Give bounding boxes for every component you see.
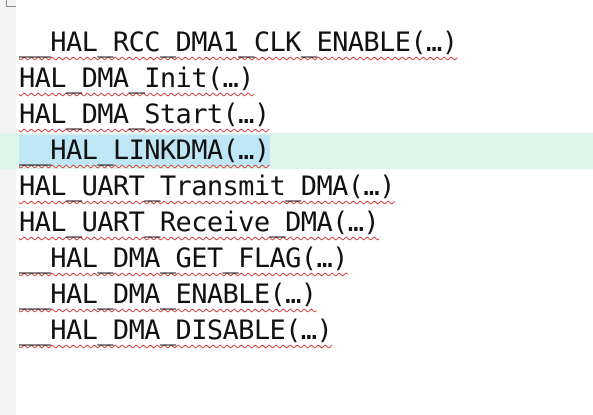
code-line-7[interactable]: __HAL_DMA_GET_FLAG(…): [0, 241, 593, 277]
code-text-selected: __HAL_LINKDMA(…): [19, 135, 270, 166]
code-line-5[interactable]: HAL_UART_Transmit_DMA(…): [0, 169, 593, 205]
code-text: __HAL_RCC_DMA1_CLK_ENABLE(…): [19, 27, 458, 58]
code-line-6[interactable]: HAL_UART_Receive_DMA(…): [0, 205, 593, 241]
code-line-8[interactable]: __HAL_DMA_ENABLE(…): [0, 277, 593, 313]
code-text: HAL_UART_Transmit_DMA(…): [19, 171, 395, 202]
code-line-3[interactable]: HAL_DMA_Start(…): [0, 97, 593, 133]
code-line-1[interactable]: __HAL_RCC_DMA1_CLK_ENABLE(…): [0, 25, 593, 61]
code-lines: __HAL_RCC_DMA1_CLK_ENABLE(…) HAL_DMA_Ini…: [0, 25, 593, 349]
code-line-2[interactable]: HAL_DMA_Init(…): [0, 61, 593, 97]
editor-gutter: [0, 0, 16, 415]
code-line-4-current[interactable]: __HAL_LINKDMA(…): [0, 133, 593, 169]
code-text: __HAL_DMA_ENABLE(…): [19, 279, 317, 310]
fold-marker-icon: [6, 0, 16, 7]
code-text: HAL_DMA_Init(…): [19, 63, 254, 94]
code-text: __HAL_DMA_GET_FLAG(…): [19, 243, 348, 274]
code-text: HAL_DMA_Start(…): [19, 99, 270, 130]
code-text: HAL_UART_Receive_DMA(…): [19, 207, 380, 238]
code-line-9[interactable]: __HAL_DMA_DISABLE(…): [0, 313, 593, 349]
code-text: __HAL_DMA_DISABLE(…): [19, 315, 333, 346]
